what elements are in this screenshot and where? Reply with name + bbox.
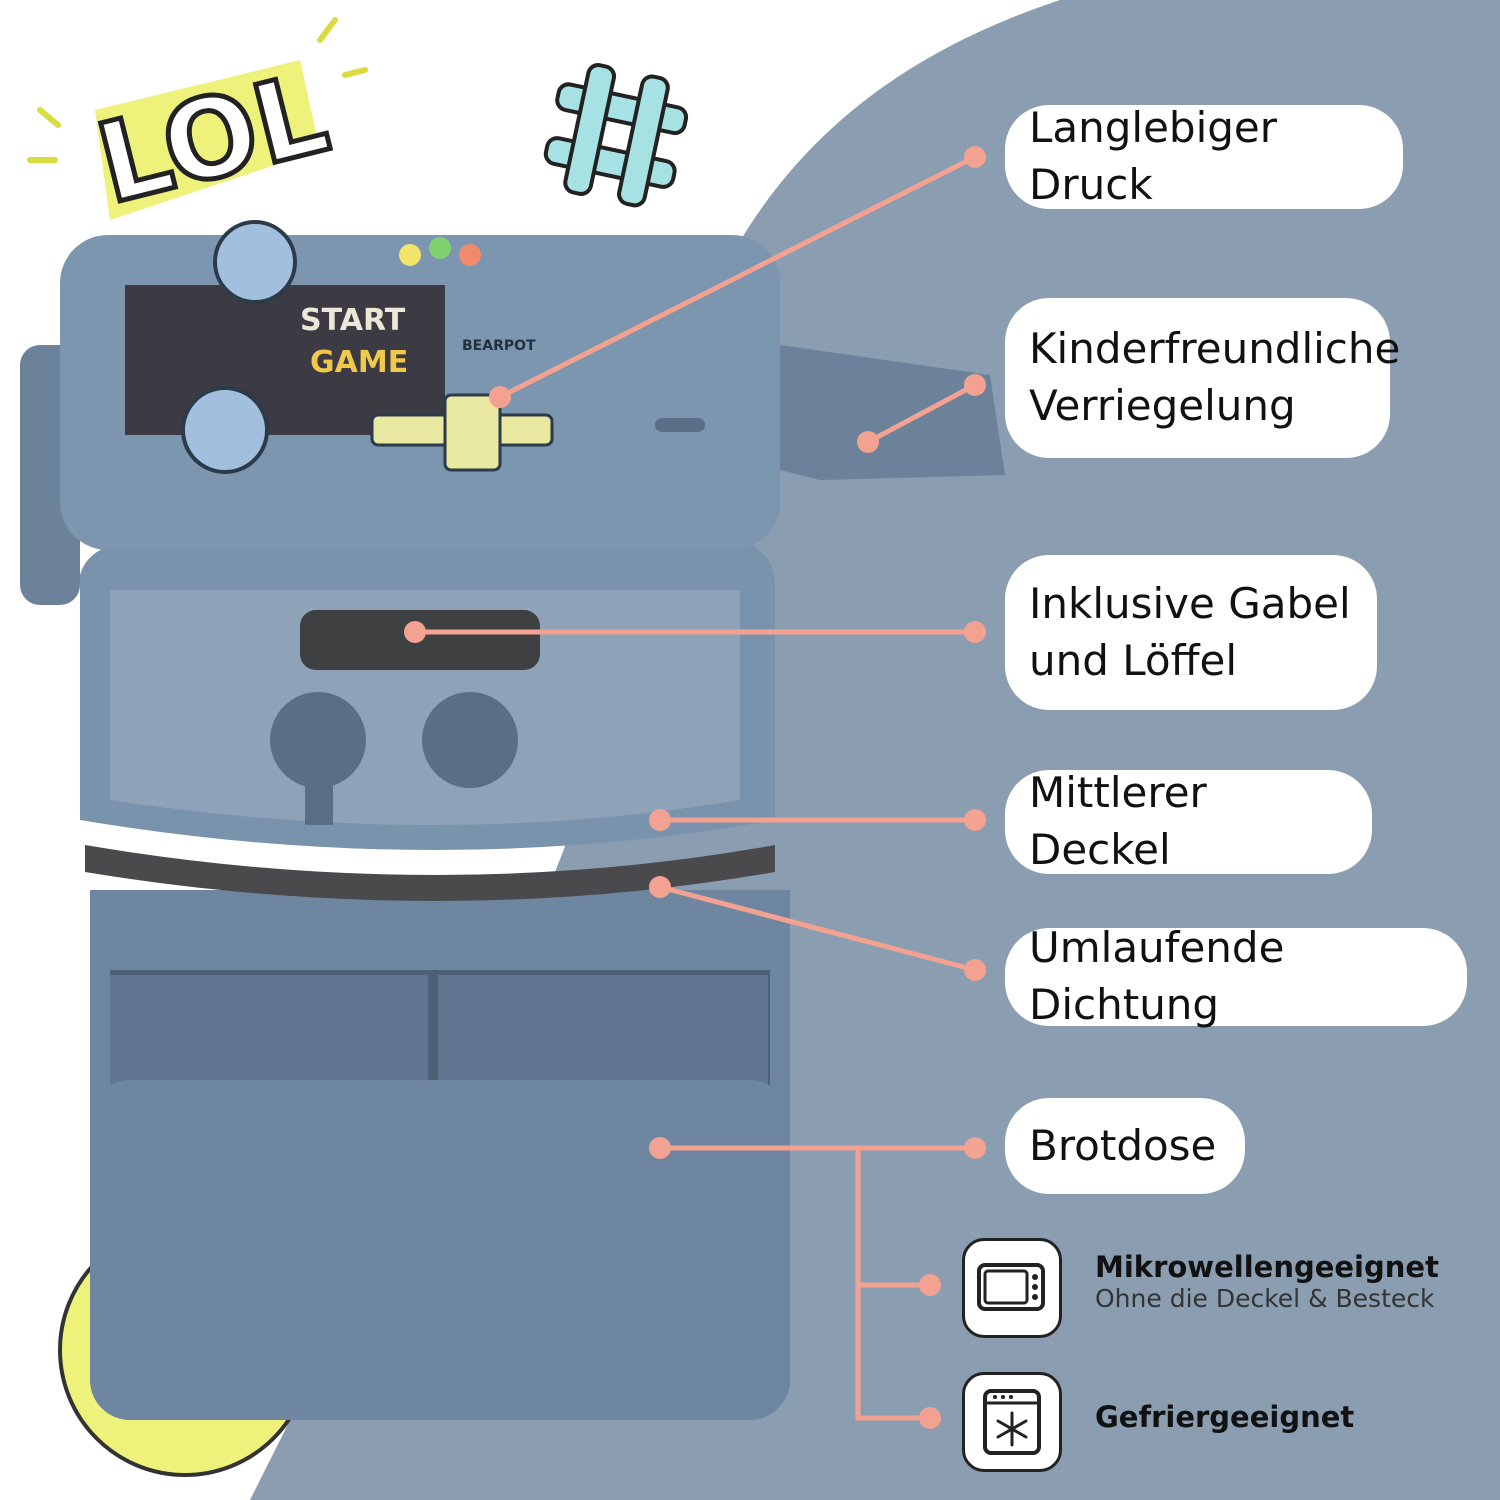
callout-child-lock: Kinderfreundliche Verriegelung	[1005, 298, 1401, 458]
feature-microwave-subtitle: Ohne die Deckel & Besteck	[1095, 1284, 1435, 1313]
callout-cutlery-line1: Inklusive Gabel	[1029, 578, 1351, 628]
brand-label: BEARPOT	[462, 338, 536, 354]
feature-microwave-title: Mikrowellengeeignet	[1095, 1250, 1439, 1284]
game-screen	[125, 285, 445, 435]
callout-durable-print: Langlebiger Druck	[1005, 103, 1403, 209]
callout-child-lock-line2: Verriegelung	[1029, 381, 1296, 430]
callout-middle-lid: Mittlerer Deckel	[1005, 768, 1372, 874]
leader-lines	[415, 154, 977, 1421]
microwave-icon	[977, 1263, 1045, 1311]
callout-cutlery: Inklusive Gabel und Löffel	[1005, 555, 1377, 710]
callout-seal-text: Umlaufende Dichtung	[1029, 923, 1285, 1029]
feature-microwave-text: Mikrowellengeeignet Ohne die Deckel & Be…	[1095, 1250, 1439, 1313]
lol-sticker: LOL	[27, 17, 368, 231]
feature-freezer-text: Gefriergeeignet	[1095, 1400, 1354, 1434]
lol-sticker-text: LOL	[86, 49, 340, 229]
spoon	[422, 692, 518, 788]
freezer-icon	[983, 1389, 1041, 1455]
lunchbox-bottom	[90, 890, 790, 1420]
seal-ring	[85, 845, 775, 901]
hashtag-sticker	[543, 63, 689, 208]
screen-text-start: START	[300, 303, 406, 338]
callout-middle-lid-text: Mittlerer Deckel	[1029, 768, 1207, 874]
leader-dots	[404, 146, 986, 1429]
feature-microwave	[962, 1238, 1062, 1338]
feature-freezer-title: Gefriergeeignet	[1095, 1400, 1355, 1434]
fork	[270, 692, 366, 788]
callout-durable-print-text: Langlebiger Druck	[1029, 103, 1278, 209]
callout-child-lock-line1: Kinderfreundliche	[1029, 324, 1401, 374]
callout-lunchbox: Brotdose	[1005, 1098, 1245, 1194]
lunchbox-top-lid: START GAME BEARPOT	[20, 220, 1005, 605]
feature-freezer	[962, 1372, 1062, 1472]
callout-seal: Umlaufende Dichtung	[1005, 923, 1467, 1029]
screen-text-game: GAME	[310, 345, 408, 380]
locking-clip	[780, 345, 1005, 480]
lunchbox-middle-lid	[80, 540, 775, 850]
callout-lunchbox-text: Brotdose	[1029, 1120, 1217, 1170]
callout-cutlery-line2: und Löffel	[1029, 635, 1238, 685]
